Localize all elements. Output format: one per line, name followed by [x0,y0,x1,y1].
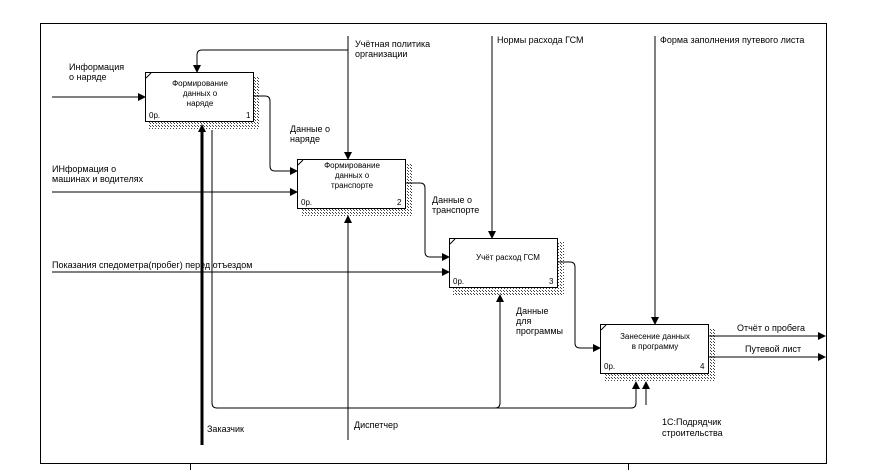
arrow-mechanism-bus[interactable] [211,130,504,409]
box-number: 4 [700,362,705,371]
box-cost: 0р. [149,111,160,120]
label-normy-gsm: Нормы расхода ГСМ [497,35,584,45]
diagram-frame [40,23,827,470]
label-forma-putevogo: Форма заполнения путевого листа [660,35,804,45]
label-dispetcher: Диспетчер [354,420,398,430]
box-cost: 0р. [301,198,312,207]
box-title-line: наряде [187,99,214,108]
arrow-mechanism-bus-box4[interactable] [495,381,640,409]
box-body [297,159,406,209]
arrow-zakazchik[interactable] [198,124,206,445]
activity-box-4[interactable]: Занесение данных в программу 0р. 4 [600,324,716,382]
label-zakazchik: Заказчик [207,424,244,434]
box-title-line: Формирование [324,161,380,170]
label-otchet-probega: Отчёт о пробега [737,323,805,333]
box-number: 2 [397,198,402,207]
arrow-dannye-naryad[interactable] [254,95,298,175]
box-body [449,238,558,288]
box-number: 3 [549,277,554,286]
arrow-dannye-programmy[interactable] [558,261,601,352]
box-title-line: Формирование [172,79,228,88]
label-putevoi-list: Путевой лист [745,344,801,354]
activity-box-1[interactable]: Формирование данных о наряде 0р. 1 [145,72,261,130]
box-title-line: Учёт расход ГСМ [476,253,540,262]
label-pokazaniya: Показания спедометра(пробег) перед отъез… [52,260,252,270]
box-title-line: транспорте [331,181,374,190]
box-title-line: данных о [335,171,370,180]
box-title-line: в программу [632,342,679,351]
box-title-line: данных о [183,89,218,98]
activity-box-2[interactable]: Формирование данных о транспорте 0р. 2 [297,159,413,217]
arrow-dannye-transport[interactable] [406,182,450,261]
arrow-uchet-policy-branch[interactable] [193,49,348,73]
box-number: 1 [246,111,251,120]
activity-box-3[interactable]: Учёт расход ГСМ 0р. 3 [449,238,565,296]
box-body [600,324,709,374]
box-cost: 0р. [453,277,464,286]
box-cost: 0р. [604,362,615,371]
box-title-line: Занесение данных [620,332,690,341]
